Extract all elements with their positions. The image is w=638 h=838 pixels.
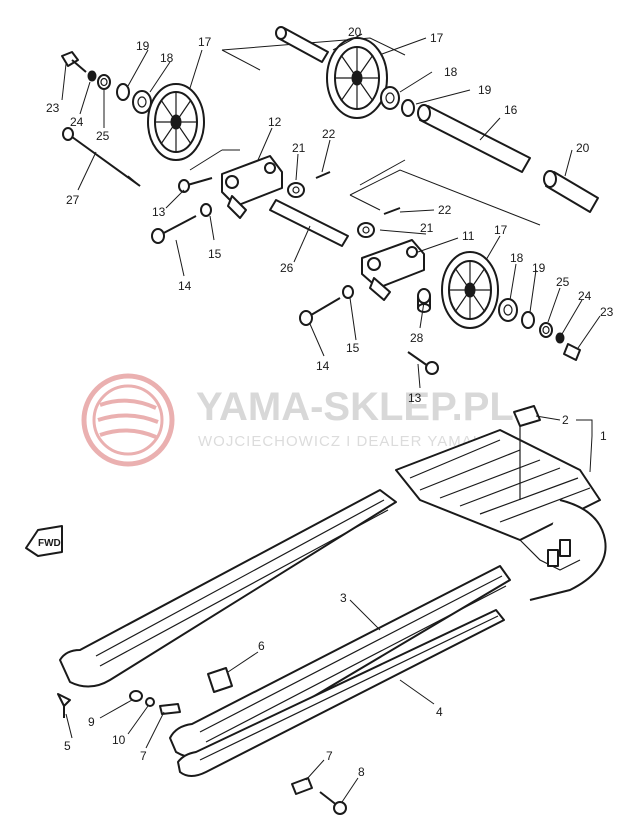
callout-3: 3: [340, 591, 347, 605]
washer-10: [145, 697, 155, 707]
callout-11: 11: [462, 229, 475, 243]
bearing-left-18: [132, 90, 152, 114]
callout-10: 10: [112, 733, 126, 747]
pin-22-upper: [315, 171, 331, 179]
callout-14-upper: 14: [178, 279, 192, 293]
slide-rail-3: [59, 489, 511, 759]
callout-19-lower: 19: [532, 261, 546, 275]
pin-22-lower: [383, 207, 401, 215]
callout-26: 26: [280, 261, 294, 275]
callout-24-left: 24: [70, 115, 84, 129]
shaft-right-20: [543, 170, 599, 213]
callout-15-upper: 15: [208, 247, 222, 261]
leader-lines: [61, 33, 601, 803]
callout-18-right: 18: [444, 65, 458, 79]
callout-28: 28: [410, 331, 424, 345]
callout-17-lower: 17: [494, 223, 508, 237]
clip-7-right: [291, 777, 313, 795]
washer-15-upper: [200, 203, 212, 217]
callout-18-lower: 18: [510, 251, 524, 265]
callout-16: 16: [504, 103, 518, 117]
bolt-5: [57, 693, 71, 718]
callout-22-lower: 22: [438, 203, 452, 217]
callout-22-upper: 22: [322, 127, 336, 141]
shaft-26: [269, 199, 349, 247]
bearing-right-18: [380, 86, 400, 110]
callout-21-lower: 21: [420, 221, 434, 235]
bracket-11: [361, 239, 425, 301]
watermark-brand: YAMA-SKLEP.PL: [196, 385, 514, 429]
collar-lower-25: [539, 322, 553, 338]
bracket-6: [207, 667, 233, 693]
callout-4: 4: [436, 705, 443, 719]
callout-17-top: 17: [430, 31, 444, 45]
callout-2: 2: [562, 413, 569, 427]
shaft-16: [417, 104, 531, 173]
bolt-lower-23: [563, 343, 581, 361]
callout-24-lower: 24: [578, 289, 592, 303]
bolt-13-upper: [178, 177, 213, 193]
assembly-guides: [189, 37, 541, 226]
collar-left-25: [97, 74, 111, 90]
bearing-lower-19: [521, 311, 535, 329]
bearing-right-19: [401, 99, 415, 117]
callout-7-left: 7: [140, 749, 147, 763]
callout-20-right: 20: [576, 141, 590, 155]
callout-23-left: 23: [46, 101, 60, 115]
callout-6: 6: [258, 639, 265, 653]
bolt-14-lower: [299, 297, 341, 326]
bolt-8: [319, 791, 347, 815]
frame-assembly-1: [395, 429, 607, 601]
collar-28: [417, 288, 431, 313]
callouts: 20 17 17 18 19 18 19 23 24 25 12 22 21 1…: [46, 25, 614, 779]
callout-25-lower: 25: [556, 275, 570, 289]
nut-9: [129, 690, 143, 702]
callout-12: 12: [268, 115, 282, 129]
watermark-tagline: WOJCIECHOWICZ I DEALER YAMAHA: [198, 433, 496, 450]
watermark: YAMA-SKLEP.PL WOJCIECHOWICZ I DEALER YAM…: [81, 373, 514, 467]
bolt-13-lower: [407, 351, 439, 375]
callout-25-left: 25: [96, 129, 110, 143]
callout-17-left: 17: [198, 35, 212, 49]
shaft-top-20: [275, 26, 329, 63]
bracket-2: [513, 405, 541, 500]
callout-5: 5: [64, 739, 71, 753]
callout-1: 1: [600, 429, 607, 443]
clip-7-left: [159, 703, 181, 715]
washer-left-24: [87, 70, 97, 82]
wheel-right-17: [326, 37, 388, 119]
callout-9: 9: [88, 715, 95, 729]
callout-21-upper: 21: [292, 141, 306, 155]
watermark-logo: [81, 373, 175, 467]
callout-13-lower: 13: [408, 391, 422, 405]
washer-lower-24: [555, 332, 565, 344]
slide-runner-4: [177, 609, 505, 777]
callout-13-upper: 13: [152, 205, 166, 219]
callout-27: 27: [66, 193, 80, 207]
fwd-arrow-icon: FWD: [25, 525, 63, 557]
bracket-12: [221, 155, 283, 219]
bolt-left-23: [61, 51, 87, 73]
callout-15-lower: 15: [346, 341, 360, 355]
callout-19-left: 19: [136, 39, 150, 53]
callout-20-top: 20: [348, 25, 362, 39]
callout-7-right: 7: [326, 749, 333, 763]
wheel-lower-17: [441, 251, 499, 329]
washer-15-lower: [342, 285, 354, 299]
nut-21-upper: [287, 182, 305, 198]
nut-21-lower: [357, 222, 375, 238]
long-bolt-27: [62, 127, 141, 187]
bearing-left-19: [116, 83, 130, 101]
callout-8: 8: [358, 765, 365, 779]
callout-19-right: 19: [478, 83, 492, 97]
callout-23-lower: 23: [600, 305, 614, 319]
bearing-lower-18: [498, 298, 518, 322]
fwd-label: FWD: [38, 538, 61, 549]
callout-18-left: 18: [160, 51, 174, 65]
bolt-14-upper: [151, 215, 197, 244]
wheel-left: [147, 83, 205, 161]
callout-14-lower: 14: [316, 359, 330, 373]
